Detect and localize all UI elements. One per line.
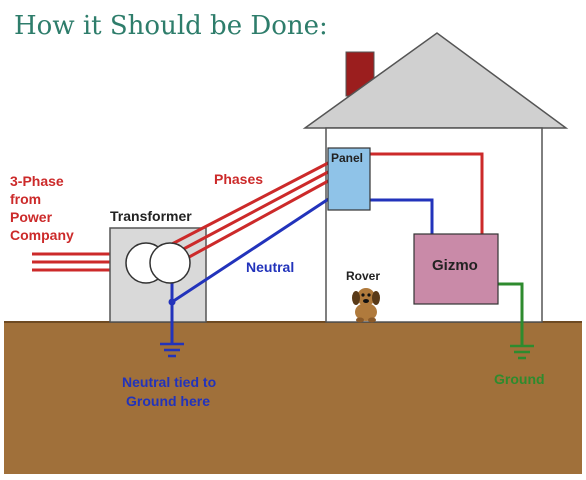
phase-wire: [171, 160, 331, 246]
neutral-label: Neutral: [246, 259, 294, 275]
gizmo-label: Gizmo: [432, 257, 478, 274]
rover-dog-icon: [352, 288, 380, 323]
panel-label: Panel: [331, 151, 363, 165]
ground-label: Ground: [494, 371, 545, 387]
phase-wire: [179, 178, 331, 264]
source-label-line4: Company: [10, 227, 74, 243]
gizmo-phase-wire: [370, 152, 484, 234]
transformer-secondary-coil: [149, 242, 191, 284]
gizmo-neutral-wire: [370, 198, 434, 234]
rover-label: Rover: [346, 269, 380, 283]
phases-label: Phases: [214, 171, 263, 187]
electrical-panel: [327, 147, 371, 211]
transformer-label: Transformer: [110, 208, 192, 224]
source-label-line1: 3-Phase: [10, 173, 64, 189]
page-title: How it Should be Done:: [14, 11, 328, 41]
gizmo-ground-wire: [498, 282, 524, 346]
source-label-line2: from: [10, 191, 41, 207]
house-roof: [302, 32, 569, 129]
outgoing-phase-lines: [171, 160, 331, 264]
gizmo-ground-symbol: [510, 344, 534, 360]
gizmo-appliance: [413, 233, 499, 305]
phase-wire: [175, 169, 331, 255]
source-label-line3: Power: [10, 209, 53, 225]
neutral-junction: [168, 298, 176, 306]
neutral-ground-label-line1: Neutral tied to: [122, 374, 216, 390]
earth-ground-area: [4, 322, 582, 474]
neutral-ground-symbol: [160, 342, 184, 358]
neutral-ground-label-line2: Ground here: [126, 393, 210, 409]
